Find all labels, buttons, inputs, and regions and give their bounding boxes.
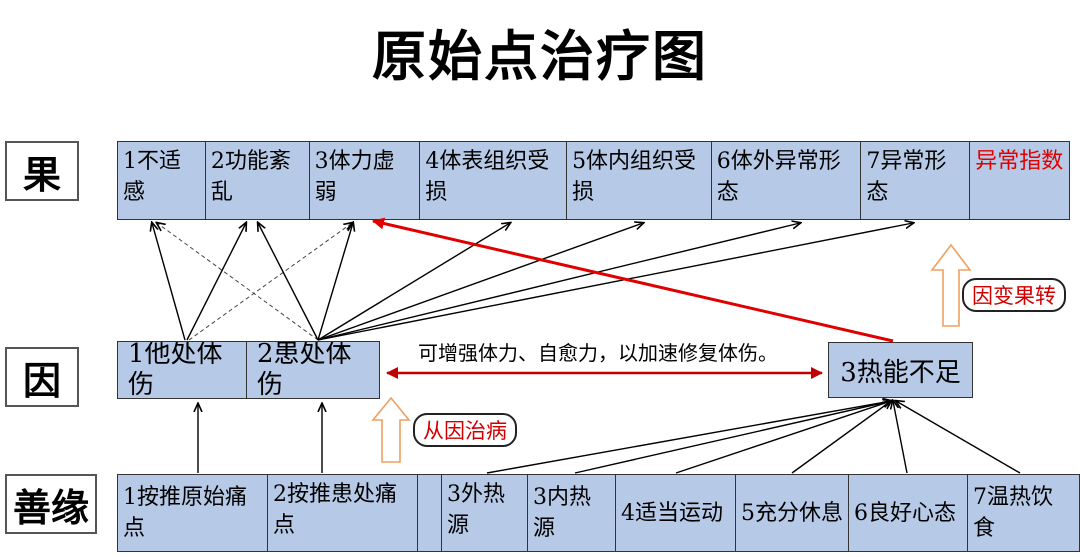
condition-cell: 6良好心态 [849, 475, 968, 551]
effect-cell: 5体内组织受损 [567, 142, 712, 219]
arrow-elsewhere-to-dysfunction [186, 223, 246, 341]
arrow-affected-to-external-shape [317, 223, 800, 341]
condition-cell: 7温热饮食 [973, 485, 1053, 541]
treat-from-cause-tag: 从因治病 [413, 413, 517, 447]
condition-cell-empty [418, 475, 442, 551]
effects-bar: 1不适感 2功能紊乱 3体力虚弱 4体表组织受损 5体内组织受损 6体外异常形态… [117, 141, 1070, 220]
conditions-bar: 1按推原始痛点 2按推患处痛点 3外热源 3内热源 4适当运动 5充分休息 6良… [117, 474, 1080, 552]
effect-cell: 3体力虚弱 [310, 142, 421, 219]
arrow-rest-to-heat [791, 401, 891, 474]
condition-cell: 5充分休息 [736, 475, 849, 551]
arrow-affected-to-weakness [317, 223, 353, 341]
condition-cell: 2按推患处痛点 [268, 475, 418, 551]
relation-note: 可增强体力、自愈力，以加速修复体伤。 [418, 341, 778, 365]
dashed-elsewhere-to-weakness [188, 223, 352, 341]
effect-row-label: 果 [5, 141, 79, 201]
arrow-affected-to-internal [317, 223, 643, 341]
effect-cell: 4体表组织受损 [420, 142, 568, 219]
injury-causes-box: 1他处体伤 2患处体伤 [117, 341, 380, 399]
arrow-affected-to-abnormal-shape [317, 223, 913, 341]
cause-effect-tag: 因变果转 [962, 278, 1066, 312]
effect-cell: 1不适感 [118, 142, 206, 219]
effect-cell: 7异常形态 [861, 142, 971, 219]
heat-deficit-box: 3热能不足 [828, 342, 973, 398]
arrow-affected-to-dysfunction [258, 223, 319, 341]
arrow-exercise-to-heat [675, 401, 891, 474]
condition-cell: 4适当运动 [616, 475, 736, 551]
dashed-affected-to-discomfort [157, 223, 319, 341]
arrow-diet-to-heat [896, 401, 1021, 474]
cause-row-label: 因 [5, 347, 79, 407]
condition-cell: 3外热源 [442, 475, 528, 551]
condition-cell: 3内热源 [528, 475, 616, 551]
arrow-elsewhere-to-discomfort [152, 223, 186, 341]
effect-cell-abnormal-index: 异常指数 [975, 149, 1064, 174]
cause-cell-elsewhere: 1他处体伤 [118, 342, 247, 398]
effect-cell: 2功能紊乱 [206, 142, 310, 219]
condition-row-label: 善缘 [5, 474, 97, 534]
condition-cell: 1按推原始痛点 [118, 475, 268, 551]
cause-cell-affected: 2患处体伤 [257, 342, 352, 398]
page-title: 原始点治疗图 [372, 24, 708, 88]
arrow-internal-heat-to-heat [574, 401, 891, 474]
arrow-external-heat-to-heat [486, 401, 891, 474]
hollow-up-arrow-cause [371, 396, 411, 463]
arrow-mood-to-heat [893, 401, 908, 474]
hollow-up-arrow-effect [930, 243, 972, 327]
effect-cell: 6体外异常形态 [712, 142, 862, 219]
arrow-affected-to-surface [317, 223, 510, 341]
red-arrow-heat-to-weakness [372, 217, 894, 343]
